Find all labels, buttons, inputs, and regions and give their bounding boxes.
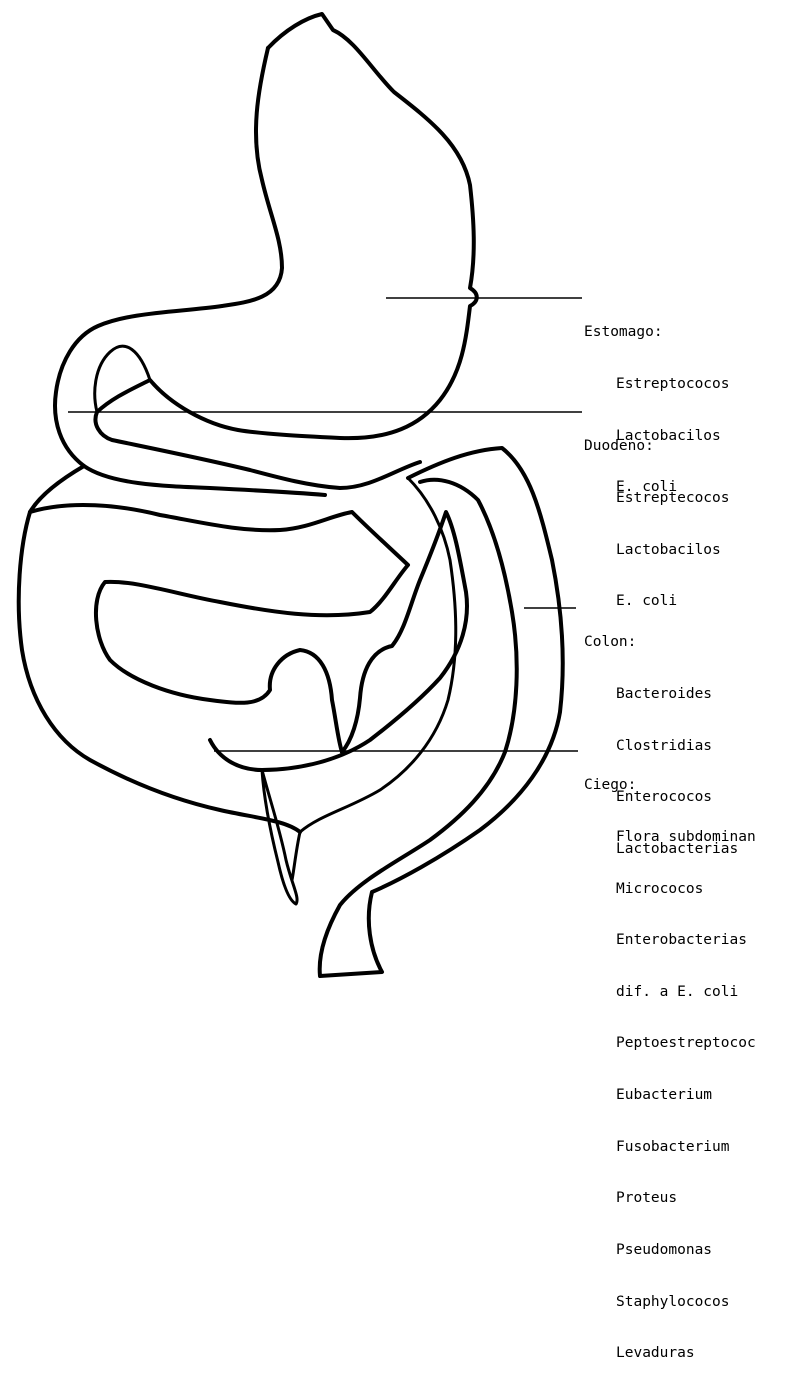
organism-item: Lactobacilos [616,542,730,559]
organism-item: Eubacterium [616,1087,756,1104]
organism-item: Enterobacterias [616,932,756,949]
organism-item: Micrococos [616,881,756,898]
cecum-appendix [262,770,297,904]
small-intestine-upper [30,505,408,752]
organism-item: Pseudomonas [616,1242,756,1259]
organism-item: Bacteroides [616,686,738,703]
organism-item: Flora subdominan [616,829,756,846]
stomach-lesser-curve [95,346,150,412]
region-title: Estomago: [584,324,730,341]
organism-item: Staphylococos [616,1294,756,1311]
organism-item: Proteus [616,1190,756,1207]
organism-item: Estreptecocos [616,490,730,507]
region-label-ciego: Ciego: Flora subdominan Micrococos Enter… [584,743,756,1380]
region-label-duodeno: Duodeno: Estreptecocos Lactobacilos E. c… [584,404,730,628]
organism-item: dif. a E. coli [616,984,756,1001]
organism-item: Peptoestreptococ [616,1035,756,1052]
organism-item: Fusobacterium [616,1139,756,1156]
stomach-outline [95,14,476,488]
region-title: Ciego: [584,777,756,794]
region-title: Duodeno: [584,438,730,455]
organism-item: Levaduras [616,1345,756,1362]
duodenum-outline [19,466,300,832]
region-title: Colon: [584,634,738,651]
organism-item: Estreptococos [616,376,730,393]
colon-inner-wall [292,478,456,880]
